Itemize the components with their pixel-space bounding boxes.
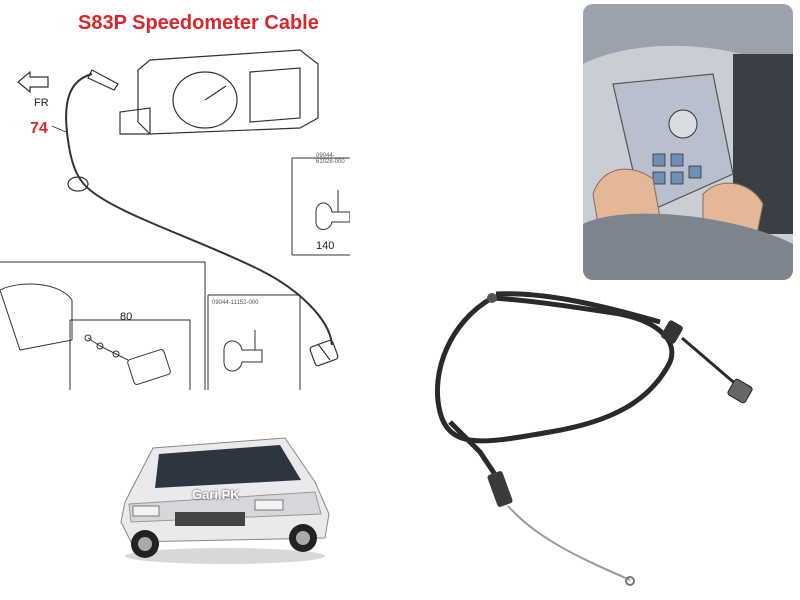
cable-product-photo [420,282,780,592]
parts-diagram: S83P Speedometer Cable [0,0,350,390]
cable-head [87,69,119,91]
grommet [67,176,89,192]
callout-140: 140 [316,240,335,252]
diagram-lines [0,49,350,390]
part-code-top: 09044-61028-000 [316,153,345,165]
speedometer-cable [65,73,333,346]
front-label: FR [34,97,49,109]
callout-80: 80 [120,311,133,323]
clamp-box-140 [291,157,350,256]
car-photo [115,418,333,568]
front-arrow-icon [17,70,49,94]
watermark: Gari.PK [192,487,240,502]
harness-box-80 [0,261,206,390]
cable-end-fitting [309,339,339,367]
speedometer-cluster [119,49,319,135]
diagram-title: S83P Speedometer Cable [78,12,319,34]
clamp-box-middle [207,294,301,390]
callout-74: 74 [30,120,48,137]
dashboard-illustration [583,4,793,280]
part-code-middle: 09044-11152-000 [212,300,259,306]
